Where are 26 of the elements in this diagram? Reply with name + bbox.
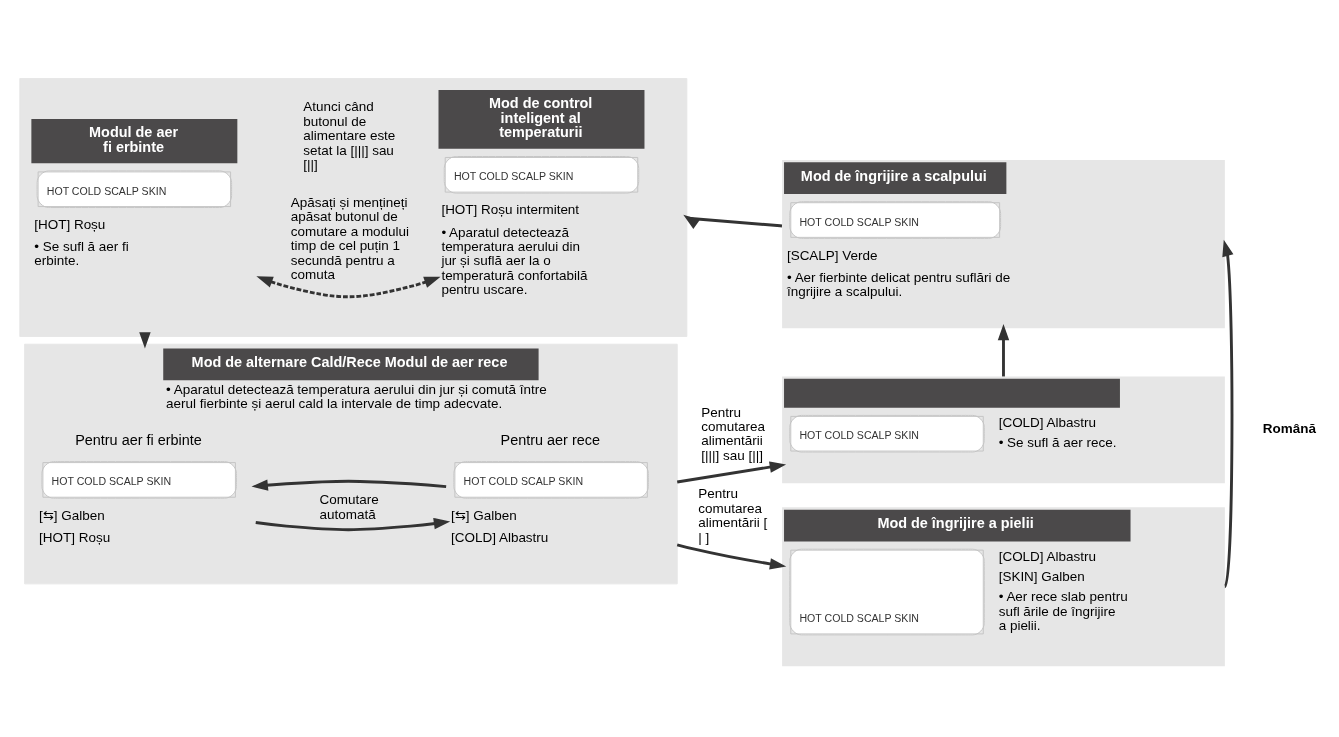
node-label: • Se sufl ă aer fi erbinte. [34,239,129,269]
node-label: Pentru aer rece [500,432,600,449]
arrow [683,214,783,229]
arrow [997,323,1010,377]
node-label: [⇆] Galben [451,507,517,523]
node-label: [COLD] Albastru [451,529,549,545]
arrow [139,332,151,349]
arrow [676,543,787,570]
node-label: • Aparatul detectează temperatura aerului din jur și suflă aer la o temperatură confortabilă pentru uscare. [441,224,588,298]
node-label: [⇆] Galben [39,507,105,523]
label: Română [1262,420,1317,436]
node-label: [HOT] Roșu [39,529,111,545]
node-label: [HOT] Roșu [34,216,106,232]
edge-label: Comutare automată [319,492,379,522]
node-label: [HOT] Roșu intermitent [441,202,580,218]
edge-label: Pentru comutarea alimentării [|||] sau [||] [701,404,765,463]
arrow [255,517,451,532]
arrow [256,276,441,299]
node-label: Pentru aer fi erbinte [75,432,202,449]
arrow [251,479,447,491]
label: Atunci când butonul de alimentare este setat la [|||] sau [||] [303,99,396,173]
edge-label: Pentru comutarea alimentării [ | ] [698,486,768,545]
arrow [676,461,787,484]
cluster [19,78,688,337]
edge-label: Apăsați și mențineți apăsat butonul de comutare a modului timp de cel puțin 1 secundă pentru a comuta [290,194,410,282]
arrow [1222,239,1234,588]
